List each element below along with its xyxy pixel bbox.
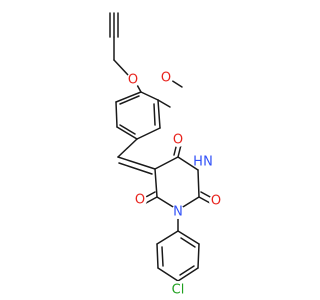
ring1-double-2 [119,124,136,135]
chemical-structure: O O O H N O O N Cl [109,12,223,299]
c2-carbonyl-1 [198,196,211,204]
ring3-double-1 [180,237,196,248]
atom-n-aryl-text: N [173,205,183,220]
ring3-bond-2 [197,243,200,269]
ring3-bond-3 [177,267,199,282]
atom-nh: H N [193,153,213,171]
ring2-bond-1 [154,156,179,170]
ring1-bond-2 [157,99,161,129]
atom-cl: Cl [169,281,187,299]
ring2-bond-6 [154,168,158,198]
ring3-bond-6 [156,230,179,245]
exocyclic-double-1 [117,156,156,170]
ring1-double-3 [119,95,140,105]
ring3-bond-4 [157,267,179,282]
ring1-double-1 [153,103,156,126]
ring1-bond-5 [115,101,118,128]
propargyl-bond-2 [113,59,129,76]
atom-o-c6-text: O [135,193,145,208]
ring3-bond-1 [177,230,200,245]
atom-nh-n-text: N [203,155,213,170]
atom-labels: O O O H N O O N Cl [126,71,223,299]
atom-o-c2: O [209,194,223,209]
atom-o-methoxy-text: O [161,71,171,86]
ring3-double-2 [179,265,195,276]
ring3-double-3 [161,246,164,267]
ring1-bond-1 [140,91,159,101]
atom-o-c4-text: O [173,133,183,148]
ring2-bond-2 [177,156,199,171]
vinyl-bond [117,138,138,158]
atom-o-methoxy: O [159,71,173,86]
c2-carbonyl-2 [200,191,213,199]
ring1-bond-3 [136,127,161,140]
c4-carbonyl-1 [177,144,182,158]
exocyclic-double-2 [118,162,153,175]
methoxy-methyl-bond [170,79,183,88]
atom-n-aryl: N [171,205,185,220]
ring1-bond-4 [116,126,138,140]
atom-nh-h-text: H [193,155,203,170]
atom-cl-text: Cl [172,283,185,298]
atom-o-c6: O [133,193,147,208]
atom-o-c2-text: O [211,194,221,209]
atom-o-propargyl-text: O [128,73,138,88]
atom-o-c4: O [171,133,185,148]
methoxy-ring-bond [157,99,171,108]
bonds [109,12,213,287]
c6-carbonyl-1 [145,196,158,204]
atom-o-propargyl: O [126,73,140,88]
ring3-bond-5 [156,243,159,269]
ring1-bond-6 [115,91,142,103]
ring2-bond-3 [197,169,200,198]
